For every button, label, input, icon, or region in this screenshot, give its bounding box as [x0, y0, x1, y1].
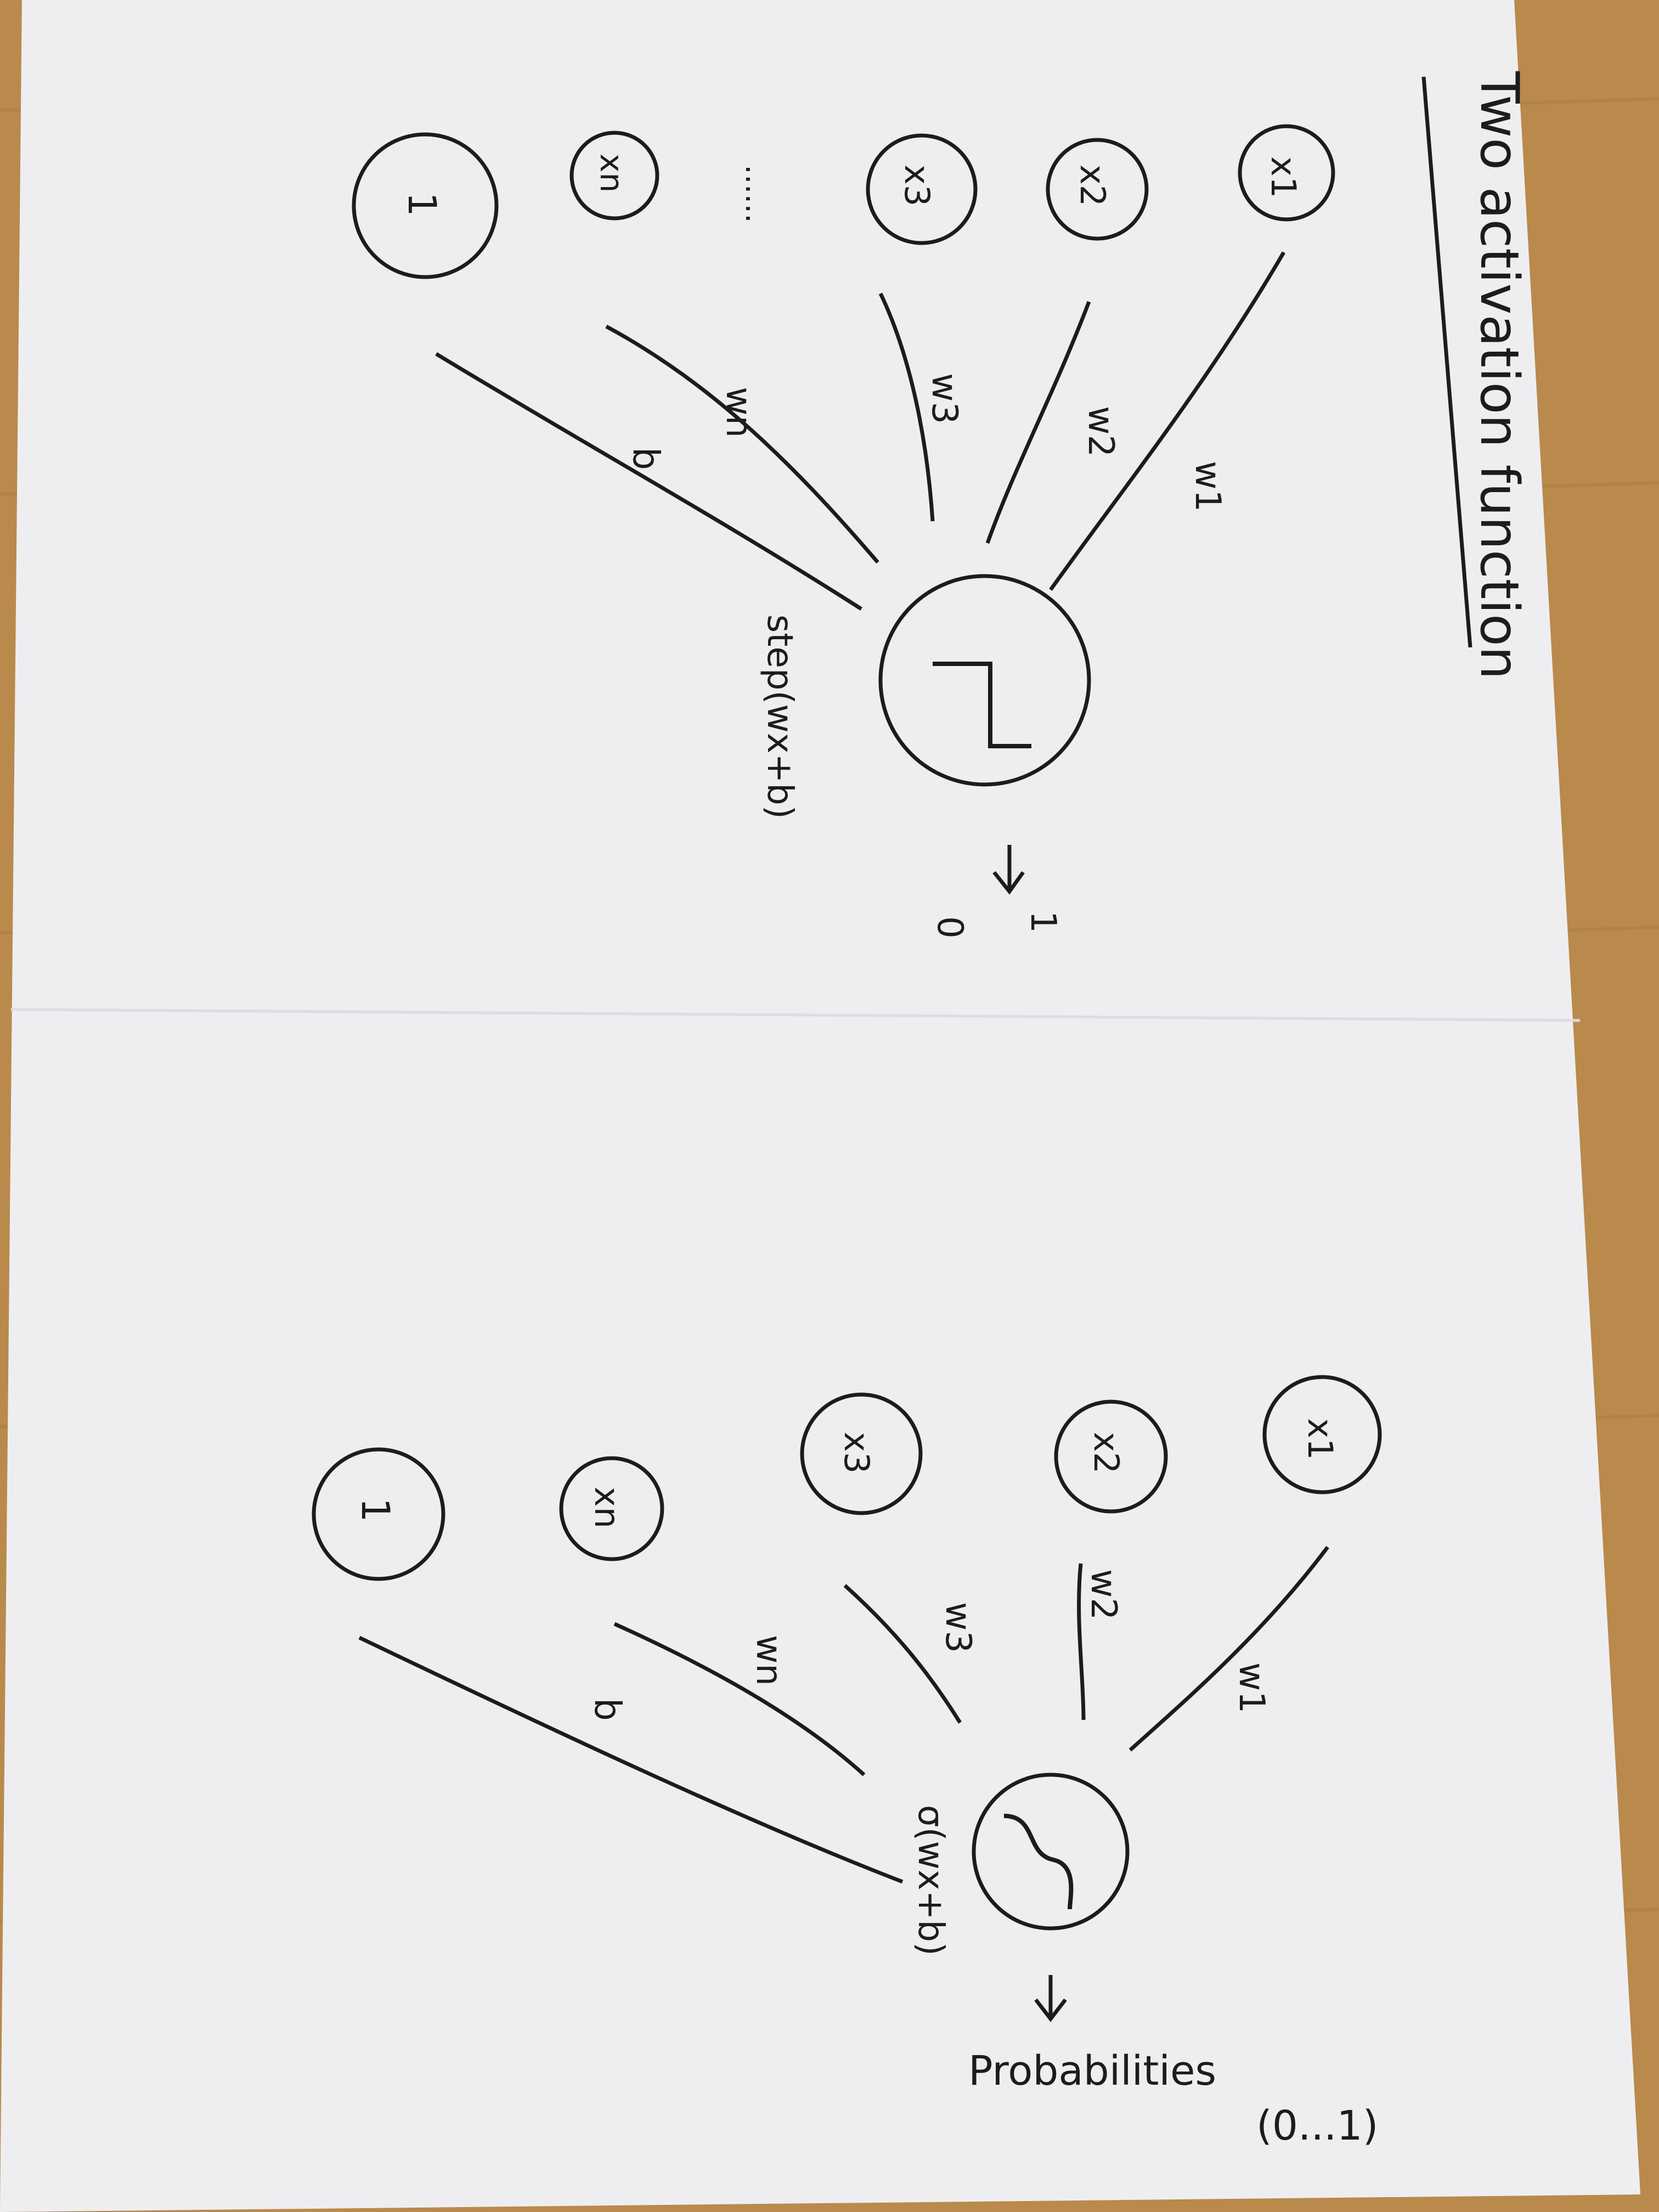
- bottom-input-node-x2: [1054, 1400, 1168, 1514]
- bottom-input-label-bias: 1: [353, 1498, 398, 1522]
- sigmoid-function-icon: [1003, 1814, 1074, 1910]
- step-function-icon: [933, 662, 1031, 748]
- top-activation-neuron: [878, 574, 1091, 787]
- bottom-input-node-x1: [1262, 1375, 1382, 1494]
- top-weight-label-w1: w1: [1187, 461, 1228, 512]
- top-edge-wn: [605, 324, 879, 564]
- top-input-label-x1: x1: [1263, 156, 1304, 198]
- top-edge-w1: [1049, 251, 1286, 591]
- bottom-input-label-xn: xn: [587, 1487, 627, 1528]
- bottom-edge-b: [358, 1635, 904, 1884]
- bottom-edge-wn: [613, 1622, 866, 1776]
- top-function-label: step(wx+b): [759, 614, 800, 819]
- top-input-node-x2: [1046, 138, 1149, 241]
- top-input-label-xn: xn: [593, 154, 630, 193]
- bottom-weight-label-wn: wn: [748, 1635, 789, 1686]
- bottom-output-range: (0...1): [1256, 2102, 1378, 2149]
- top-output-arrow: [992, 845, 1025, 895]
- top-input-node-bias: [352, 132, 499, 279]
- page-title: Two activation function: [1469, 71, 1530, 680]
- top-edge-w2: [985, 301, 1091, 544]
- bottom-input-node-xn: [559, 1456, 664, 1561]
- top-weight-label-w3: w3: [924, 373, 964, 424]
- paper-fold: [10, 1008, 1581, 1022]
- bottom-diagram-labels: x1 x2 x3 xn 1 w1 w2 w3 wn b σ(wx+b) Prob…: [353, 1418, 1378, 2149]
- top-diagram-labels: x1 x2 x3 xn 1 ...... w1 w2 w3 wn b step(…: [399, 154, 1304, 939]
- bottom-output-arrow: [1034, 1975, 1067, 2022]
- bottom-input-node-bias: [312, 1447, 445, 1581]
- top-input-node-xn: [569, 131, 659, 221]
- top-input-ellipsis: ......: [738, 165, 774, 223]
- bottom-activation-neuron: [972, 1773, 1130, 1931]
- top-edge-b: [435, 352, 862, 611]
- bottom-weight-label-b: b: [586, 1698, 629, 1721]
- bottom-input-label-x2: x2: [1086, 1432, 1126, 1474]
- top-input-label-x3: x3: [897, 165, 937, 206]
- top-input-label-bias: 1: [399, 192, 444, 217]
- bottom-input-label-x3: x3: [837, 1432, 877, 1474]
- top-weight-label-w2: w2: [1080, 406, 1121, 457]
- bottom-edge-w1: [1128, 1545, 1329, 1752]
- bottom-weight-label-w2: w2: [1083, 1569, 1124, 1620]
- title-underline: [1421, 76, 1472, 648]
- title-group: Two activation function: [1421, 71, 1530, 680]
- top-output-value-0: 0: [929, 916, 970, 939]
- bottom-input-label-x1: x1: [1300, 1418, 1340, 1460]
- top-weight-label-wn: wn: [718, 387, 759, 438]
- bottom-diagram: [312, 1375, 1382, 2022]
- top-diagram: [352, 124, 1335, 895]
- top-input-node-x3: [866, 133, 978, 245]
- top-edge-w3: [878, 292, 935, 522]
- bottom-edge-w2: [1077, 1563, 1086, 1720]
- top-output-value-1: 1: [1023, 911, 1063, 933]
- bottom-weight-label-w3: w3: [938, 1602, 978, 1653]
- bottom-function-label: σ(wx+b): [910, 1805, 951, 1956]
- bottom-output-label: Probabilities: [968, 2047, 1216, 2095]
- top-weight-label-b: b: [625, 447, 667, 470]
- bottom-input-node-x3: [800, 1392, 923, 1515]
- top-input-label-x2: x2: [1073, 165, 1113, 206]
- top-input-node-x1: [1238, 124, 1335, 222]
- bottom-edge-w3: [843, 1584, 962, 1724]
- bottom-weight-label-w1: w1: [1231, 1662, 1272, 1713]
